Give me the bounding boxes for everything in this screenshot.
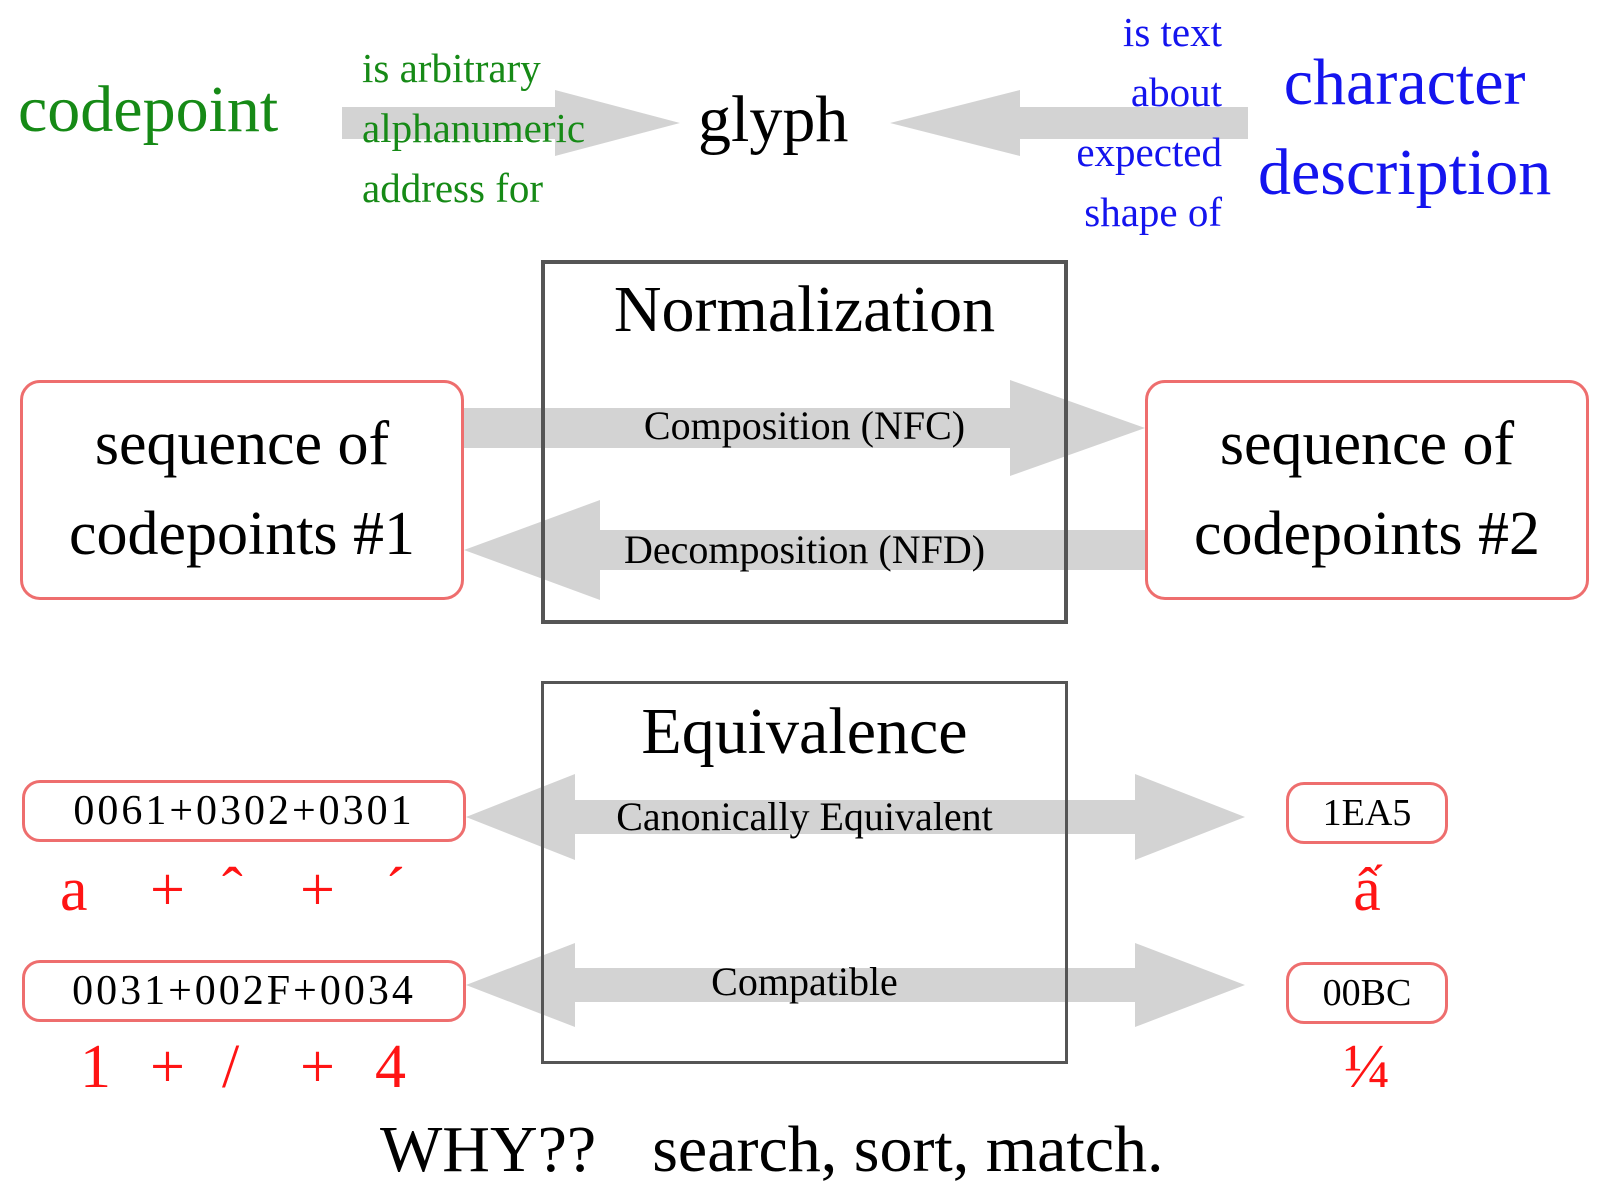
canonical-label: Canonically Equivalent [616,794,993,839]
glyph-sequence-1: a + ˆ + ˊ [0,855,460,935]
target-glyph-1: ấ [1353,856,1381,924]
glyph-a: a [60,856,88,924]
relation-line: alphanumeric [362,105,586,151]
target-code-box-1: 1EA5 [1286,782,1448,844]
codepoints-box-2: 0031+002F+0034 [22,960,466,1022]
canonical-double-arrow [466,774,1245,860]
sequence-line: codepoints #2 [1193,500,1541,568]
relation-line: is text [1122,9,1222,55]
glyph-term: glyph [698,83,849,156]
codepoint-term: codepoint [18,73,279,146]
sequence-box-2: sequence of codepoints #2 [1145,380,1589,600]
glyph-acute: ˊ [385,856,406,924]
glyph-plus: + [150,856,185,924]
target-glyph-2: ¼ [1343,1033,1391,1101]
sequence-line: sequence of [94,410,390,479]
glyph-slash: / [222,1033,240,1101]
codepoint-to-glyph-arrow [342,90,680,156]
reasons-text: search, sort, match. [652,1113,1164,1186]
sequence-line: codepoints #1 [68,500,416,568]
description-line: character [1283,46,1526,119]
glyph-plus: + [150,1033,185,1101]
relation-line: expected [1076,129,1222,175]
relation-line: address for [362,165,544,211]
sequence-line: sequence of [1219,410,1515,479]
glyph-plus: + [300,856,335,924]
description-line: description [1258,136,1552,209]
decomposition-arrow [464,500,1145,600]
compatible-label: Compatible [711,959,898,1004]
glyph-circumflex: ˆ [222,856,243,924]
glyph-1: 1 [80,1033,111,1101]
composition-label: Composition (NFC) [643,403,966,448]
relation-line: is arbitrary [362,45,541,91]
why-text: WHY?? [380,1113,597,1186]
compatible-double-arrow [466,943,1245,1027]
glyph-plus: + [300,1033,335,1101]
composition-arrow [464,380,1145,476]
normalization-title: Normalization [613,273,996,346]
codepoints-box-1: 0061+0302+0301 [22,780,466,842]
sequence-box-1: sequence of codepoints #1 [20,380,464,600]
decomposition-label: Decomposition (NFD) [623,527,986,572]
description-to-glyph-arrow [890,90,1248,156]
equivalence-title: Equivalence [641,695,968,768]
glyph-sequence-2: 1 + / + 4 [0,1032,460,1112]
glyph-4: 4 [375,1033,406,1101]
character-description-term: character description [1258,38,1551,218]
footer-text: WHY?? search, sort, match. [380,1112,1164,1188]
relation-line: about [1130,69,1222,115]
equivalence-frame: Equivalence [541,681,1068,1064]
description-relation-text: is text about expected shape of [1076,2,1222,242]
normalization-frame: Normalization [541,260,1068,624]
relation-line: shape of [1084,189,1222,235]
target-code-box-2: 00BC [1286,962,1448,1024]
codepoint-relation-text: is arbitrary alphanumeric address for [362,38,585,218]
